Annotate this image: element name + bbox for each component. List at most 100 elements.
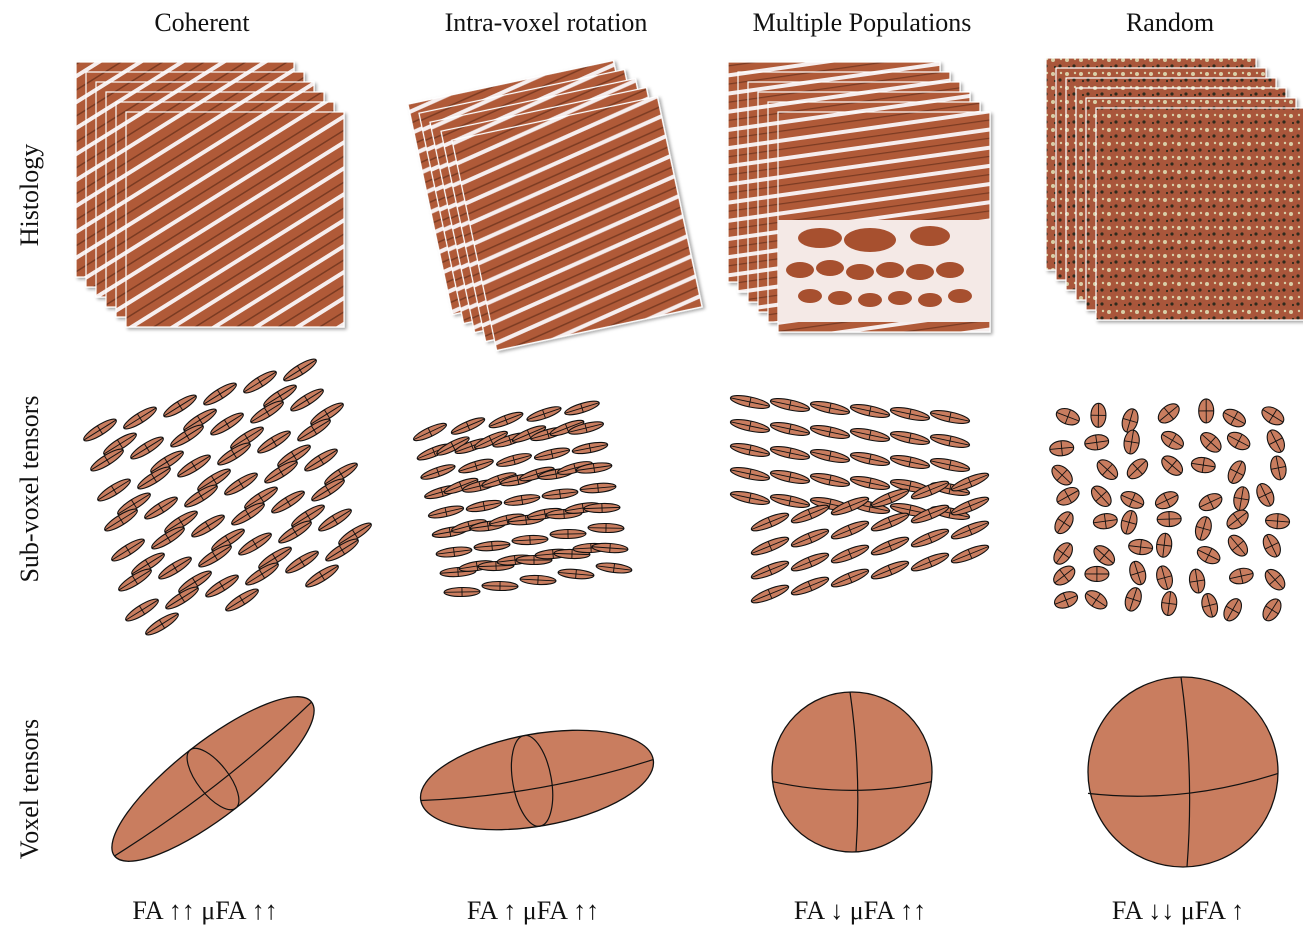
sub-voxel-tensor: [161, 392, 199, 421]
sub-voxel-tensor: [436, 545, 473, 558]
sub-voxel-tensor: [571, 440, 608, 456]
sub-voxel-tensor: [450, 415, 487, 437]
sub-voxel-tensor: [1122, 429, 1141, 455]
sub-voxel-tensor: [750, 558, 791, 582]
sub-voxel-tensor: [1158, 428, 1186, 453]
sub-voxel-tensor: [1269, 455, 1288, 481]
sub-voxel-tensor: [281, 356, 319, 385]
sub-voxel-tensor: [1160, 591, 1178, 617]
sub-voxel-random: [1048, 399, 1290, 624]
histology-row: [76, 58, 1303, 350]
sub-voxel-tensor: [1054, 405, 1082, 428]
sub-voxel-tensor: [1225, 458, 1249, 486]
sub-voxel-tensor: [1224, 532, 1251, 560]
sub-voxel-tensor: [790, 574, 831, 598]
sub-voxel-tensor: [769, 396, 810, 414]
sub-voxel-tensor: [241, 368, 279, 397]
sub-voxel-intra-voxel-rotation: [412, 398, 633, 596]
sub-voxel-tensor: [1092, 512, 1118, 530]
sub-voxel-tensor: [830, 542, 871, 566]
sub-voxel-tensor: [1225, 429, 1253, 453]
sub-voxel-tensor: [1199, 592, 1219, 619]
sub-voxel-tensor: [143, 610, 181, 639]
fiber-cross-section: [786, 262, 814, 278]
fiber-cross-section: [918, 293, 942, 307]
histology-stack-coherent: [76, 62, 344, 327]
metric-random: FA ↓↓ μFA ↑: [1028, 896, 1303, 926]
sub-voxel-tensor: [1093, 456, 1121, 483]
sub-voxel-tensor: [769, 492, 810, 510]
sub-voxel-tensor: [809, 399, 850, 417]
sub-voxel-tensor: [889, 453, 930, 471]
sub-voxel-tensor: [1054, 484, 1082, 509]
sub-voxel-tensor: [457, 456, 494, 475]
sub-voxel-tensor: [950, 542, 991, 566]
sub-voxel-tensor: [1049, 440, 1074, 457]
sub-voxel-tensor: [1193, 515, 1214, 542]
sub-voxel-tensor: [1264, 427, 1288, 455]
sub-voxel-tensor: [512, 535, 548, 546]
fiber-cross-section: [846, 264, 874, 280]
sub-voxel-tensor: [1155, 400, 1183, 427]
sub-voxel-tensor: [1091, 403, 1106, 427]
sub-voxel-tensor: [504, 493, 541, 508]
fiber-cross-section: [910, 226, 950, 246]
voxel-tensor-multiple-populations: [772, 692, 932, 852]
sub-voxel-tensor: [729, 393, 770, 411]
sub-voxel-tensor: [929, 432, 970, 450]
sub-voxel-tensor: [929, 456, 970, 474]
sub-voxel-tensor: [769, 420, 810, 438]
sub-voxel-tensor: [526, 404, 563, 424]
sub-voxel-tensor: [1195, 543, 1223, 567]
sub-voxel-tensor: [488, 409, 525, 430]
fiber-cross-section: [858, 293, 882, 307]
sub-voxel-tensor: [81, 416, 119, 445]
sub-voxel-tensor: [1048, 461, 1076, 488]
sub-voxel-tensor: [1122, 586, 1144, 613]
sub-voxel-tensor: [1154, 564, 1175, 591]
sub-voxel-tensor: [495, 451, 532, 469]
sub-voxel-tensor: [1050, 539, 1076, 567]
fiber-cross-section: [844, 228, 896, 252]
metric-coherent: FA ↑↑ μFA ↑↑: [55, 896, 355, 926]
histology-stack-intra-voxel-rotation: [408, 61, 702, 351]
sub-voxel-tensor: [1158, 452, 1186, 479]
sub-voxel-tensor: [1120, 407, 1141, 434]
sub-voxel-tensor: [1124, 455, 1152, 482]
voxel-tensor-random: [1088, 677, 1278, 867]
sub-voxel-tensor: [588, 523, 624, 533]
sub-voxel-tensor: [412, 420, 448, 443]
sub-voxel-tensor: [870, 534, 911, 558]
sub-voxel-tensor: [809, 447, 850, 465]
sub-voxel-tensor: [929, 408, 970, 426]
sub-voxel-tensor: [123, 596, 161, 625]
fiber-cross-section: [798, 289, 822, 303]
sub-voxel-tensor: [1050, 562, 1078, 589]
sub-voxel-tensor: [729, 489, 770, 507]
sub-voxel-tensor: [1220, 406, 1248, 431]
sub-voxel-tensor: [444, 587, 480, 597]
sub-voxel-tensor: [870, 558, 911, 582]
sub-voxel-tensor: [849, 450, 890, 468]
sub-voxel-tensor: [790, 550, 831, 574]
sub-voxel-tensor: [1261, 566, 1288, 594]
fiber-cross-section: [888, 291, 912, 305]
sub-voxel-tensor: [1220, 596, 1245, 624]
sub-voxel-tensor: [542, 487, 579, 500]
sub-voxel-tensor: [1155, 532, 1173, 558]
sub-voxel-tensor: [1197, 429, 1225, 456]
sub-voxel-tensor: [520, 575, 556, 586]
sub-voxel-tensor: [729, 417, 770, 435]
sub-voxel-tensor: [1082, 587, 1110, 613]
fiber-cross-section: [936, 262, 964, 278]
metric-multiple-populations: FA ↓ μFA ↑↑: [710, 896, 1010, 926]
sub-voxel-tensor: [729, 465, 770, 483]
sub-voxel-tensor: [1119, 509, 1140, 536]
sub-voxel-multiple-populations: [729, 393, 990, 606]
fiber-cross-section: [798, 228, 842, 248]
sub-voxel-tensor: [1157, 511, 1181, 527]
sub-voxel-tensor: [750, 534, 791, 558]
sub-voxel-tensor: [750, 582, 791, 606]
sub-voxel-tensor: [563, 398, 600, 417]
sub-voxel-tensor: [790, 526, 831, 550]
